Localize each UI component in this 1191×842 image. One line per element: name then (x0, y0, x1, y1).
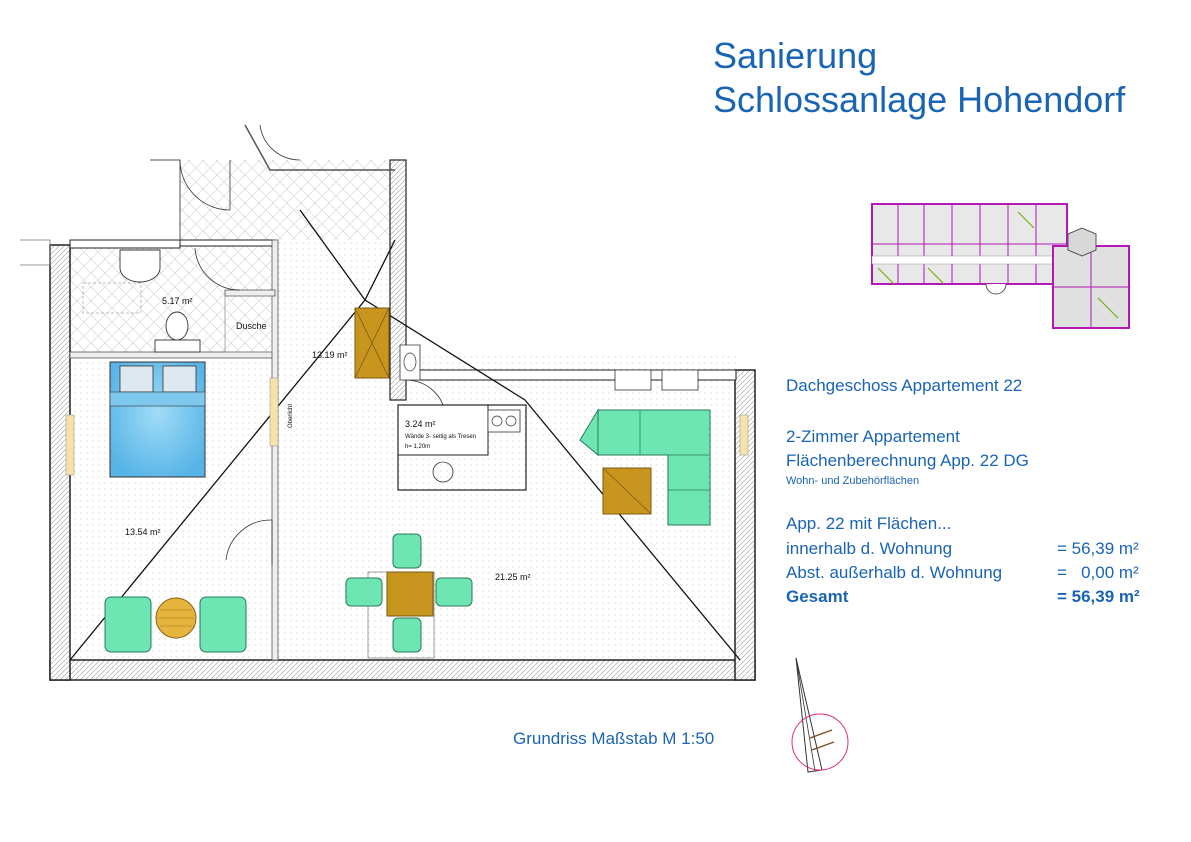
room-area-living: 21.25 m² (495, 572, 531, 582)
area-note: Wohn- und Zubehörflächen (786, 475, 920, 487)
project-title: Sanierung (713, 35, 878, 76)
project-subtitle: Schlossanlage Hohendorf (713, 79, 1126, 120)
room-area-hall: 13.19 m² (312, 350, 348, 360)
scale-label: Grundriss Maßstab M 1:50 (513, 729, 715, 748)
row-outside-label: Abst. außerhalb d. Wohnung (786, 563, 1003, 582)
row-inside-value: = 56,39 m² (1057, 539, 1139, 558)
room-area-bath: 5.17 m² (162, 296, 193, 306)
row-total-value: = 56,39 m² (1057, 587, 1140, 606)
site-key-plan (871, 203, 1130, 329)
north-arrow (791, 657, 849, 773)
row-total-label: Gesamt (786, 587, 849, 606)
shower-label: Dusche (236, 321, 267, 331)
room-area-kitchen: 3.24 m² (405, 419, 436, 429)
row-inside-label: innerhalb d. Wohnung (786, 539, 953, 558)
kitchen-note-2: h= 1,20m (405, 444, 430, 450)
area-intro: App. 22 mit Flächen... (786, 514, 952, 533)
room-area-bedroom: 13.54 m² (125, 527, 161, 537)
row-outside-value: = 0,00 m² (1057, 563, 1139, 582)
floor-label: Dachgeschoss Appartement 22 (786, 376, 1023, 395)
area-calc-title: Flächenberechnung App. 22 DG (786, 451, 1029, 470)
apartment-type: 2-Zimmer Appartement (786, 427, 960, 446)
kitchen-note-1: Wände 3- seitig als Tresen (405, 434, 476, 440)
skylight-label: Oberlicht (288, 404, 294, 428)
